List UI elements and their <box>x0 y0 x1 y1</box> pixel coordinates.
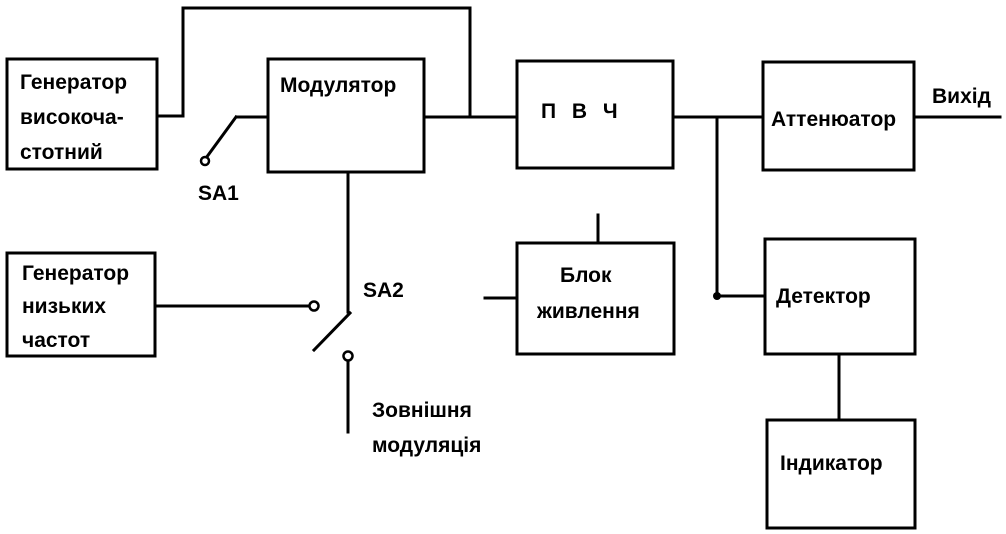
pvch-label: П В Ч <box>541 100 623 123</box>
power-supply-line-1: Блок <box>560 264 612 287</box>
sa2-contact-external <box>342 350 354 362</box>
hf-generator-line-1: Генератор <box>20 71 127 94</box>
output-label: Вихід <box>932 85 991 108</box>
block-pvch: П В Ч <box>515 59 675 170</box>
indicator-label: Індикатор <box>780 452 883 475</box>
block-hf-generator: Генератор високоча- стотний <box>5 57 159 171</box>
lf-generator-line-3: частот <box>22 329 90 352</box>
sa1-label: SA1 <box>198 182 239 205</box>
external-modulation-label: Зовнішня модуляція <box>372 399 481 457</box>
switch-sa1: SA1 <box>198 114 239 205</box>
lf-generator-line-1: Генератор <box>22 262 129 285</box>
indicator-box <box>765 418 917 530</box>
sa1-contact <box>199 155 211 167</box>
switch-sa2: SA2 <box>308 279 404 362</box>
power-supply-line-2: живлення <box>536 300 640 323</box>
external-modulation-line-1: Зовнішня <box>372 399 472 422</box>
junction-dot <box>713 292 721 300</box>
sa2-blade <box>311 310 353 353</box>
detector-box <box>763 237 917 356</box>
hf-generator-box <box>5 57 159 171</box>
block-indicator: Індикатор <box>765 418 917 530</box>
wire-hf-bypass-loop <box>155 6 472 119</box>
hf-generator-line-2: високоча- <box>20 106 124 129</box>
sa2-contact-lf <box>308 300 320 312</box>
lf-generator-box <box>5 251 157 358</box>
sa2-label: SA2 <box>363 279 404 302</box>
pvch-box <box>515 59 675 170</box>
modulator-box <box>266 57 426 174</box>
block-power-supply: Блок живлення <box>515 241 676 356</box>
attenuator-label: Аттенюатор <box>771 108 896 131</box>
detector-label: Детектор <box>776 285 871 308</box>
power-supply-box <box>515 241 676 356</box>
hf-generator-line-3: стотний <box>20 141 103 164</box>
external-modulation-line-2: модуляція <box>372 434 481 457</box>
block-attenuator: Аттенюатор <box>761 60 916 172</box>
block-modulator: Модулятор <box>266 57 426 174</box>
sa1-blade <box>203 114 239 161</box>
lf-generator-line-2: низьких <box>22 295 106 318</box>
block-lf-generator: Генератор низьких частот <box>5 251 157 358</box>
wire-branch-to-detector <box>715 115 767 298</box>
attenuator-box <box>761 60 916 172</box>
modulator-label: Модулятор <box>280 74 396 97</box>
block-detector: Детектор <box>763 237 917 356</box>
